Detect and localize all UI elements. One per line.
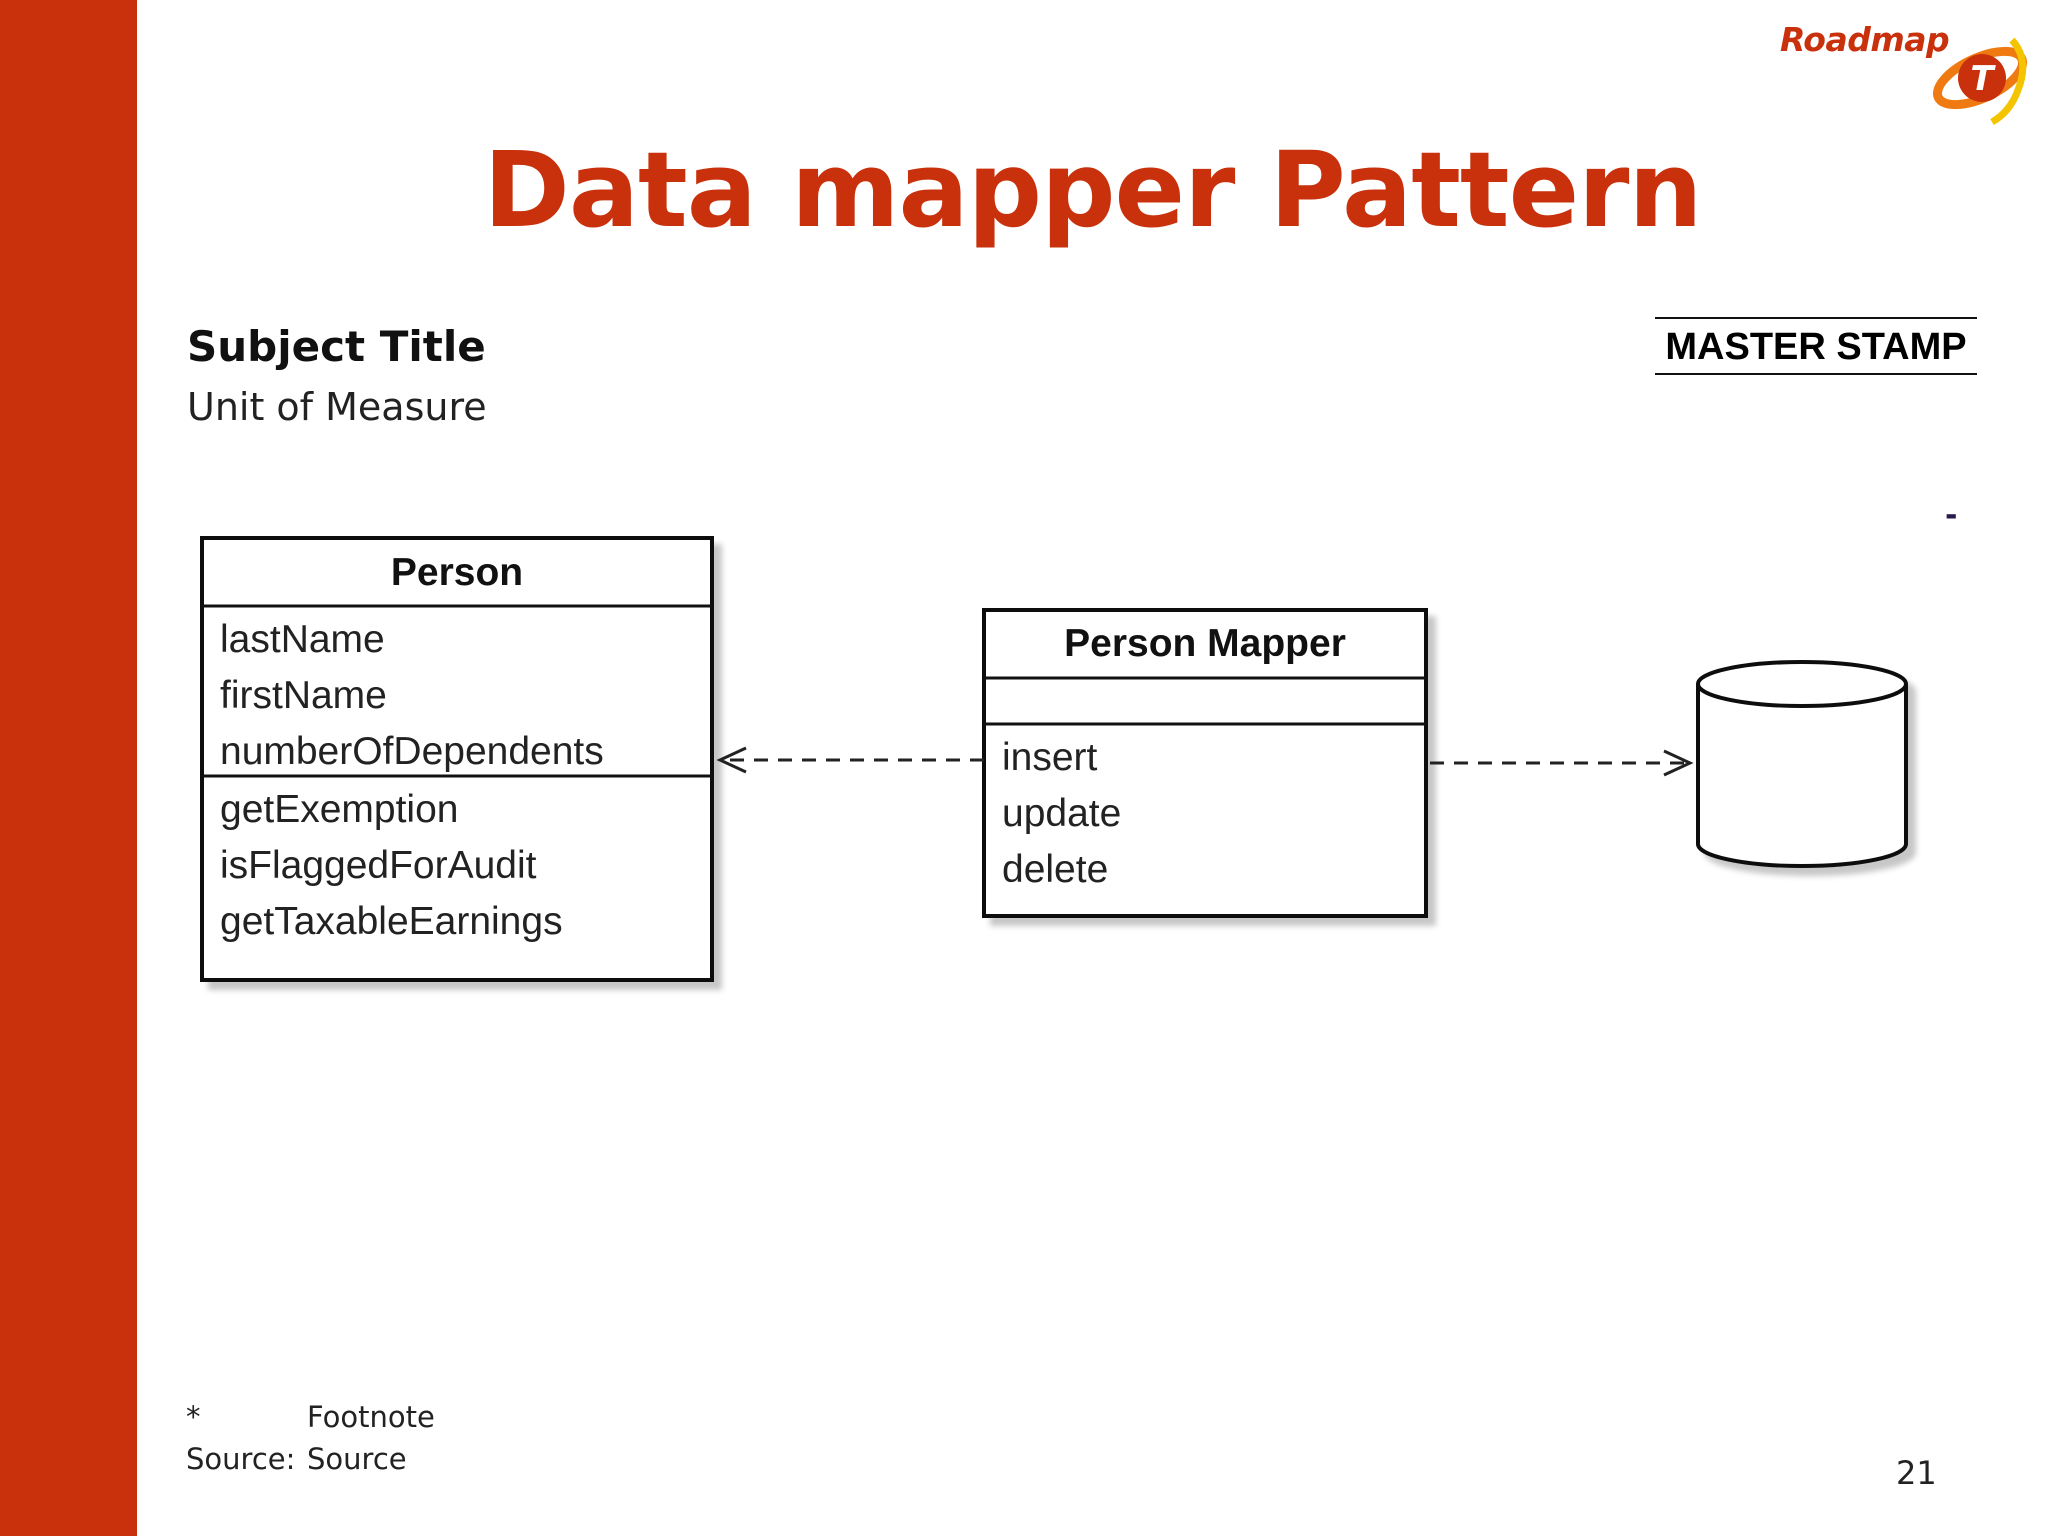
mapper-to-person-arrow [716,746,984,774]
slide-title: Data mapper Pattern [483,129,1703,251]
source-label: Source: [186,1442,296,1476]
accent-sidebar [0,0,137,1536]
footnote-marker: * [186,1400,201,1434]
dash-mark: - [1945,498,1958,533]
roadmap-logo: Roadmap T [1780,20,2030,130]
unit-of-measure: Unit of Measure [187,385,487,429]
database-cylinder-icon [1696,660,1908,868]
footnote-text: Footnote [307,1400,435,1434]
mapper-to-database-arrow [1430,749,1694,777]
arrowhead-icon [1663,749,1694,777]
person-attribute: numberOfDependents [220,730,604,773]
roadmap-emblem-icon: T [1932,37,2028,126]
page-number: 21 [1896,1454,1937,1492]
person-mapper-class: Person Mapper insert update delete [982,608,1428,918]
master-stamp: MASTER STAMP [1655,317,1977,375]
person-attribute: lastName [220,618,385,661]
person-class-name: Person [391,551,523,594]
logo-text: Roadmap [1780,20,1950,59]
person-class-box [200,536,714,982]
mapper-method: insert [1002,736,1098,779]
person-class: Person lastName firstName numberOfDepend… [200,536,714,982]
mapper-method: delete [1002,848,1108,891]
person-method: isFlaggedForAudit [220,844,537,887]
subject-title: Subject Title [187,322,486,371]
source-text: Source [307,1442,407,1476]
mapper-method: update [1002,792,1121,835]
arrowhead-icon [716,746,747,774]
person-method: getExemption [220,788,458,831]
person-attribute: firstName [220,674,387,717]
mapper-class-box [982,608,1428,918]
mapper-class-name: Person Mapper [1064,622,1346,665]
emblem-letter: T [1970,59,1996,99]
person-method: getTaxableEarnings [220,900,563,943]
